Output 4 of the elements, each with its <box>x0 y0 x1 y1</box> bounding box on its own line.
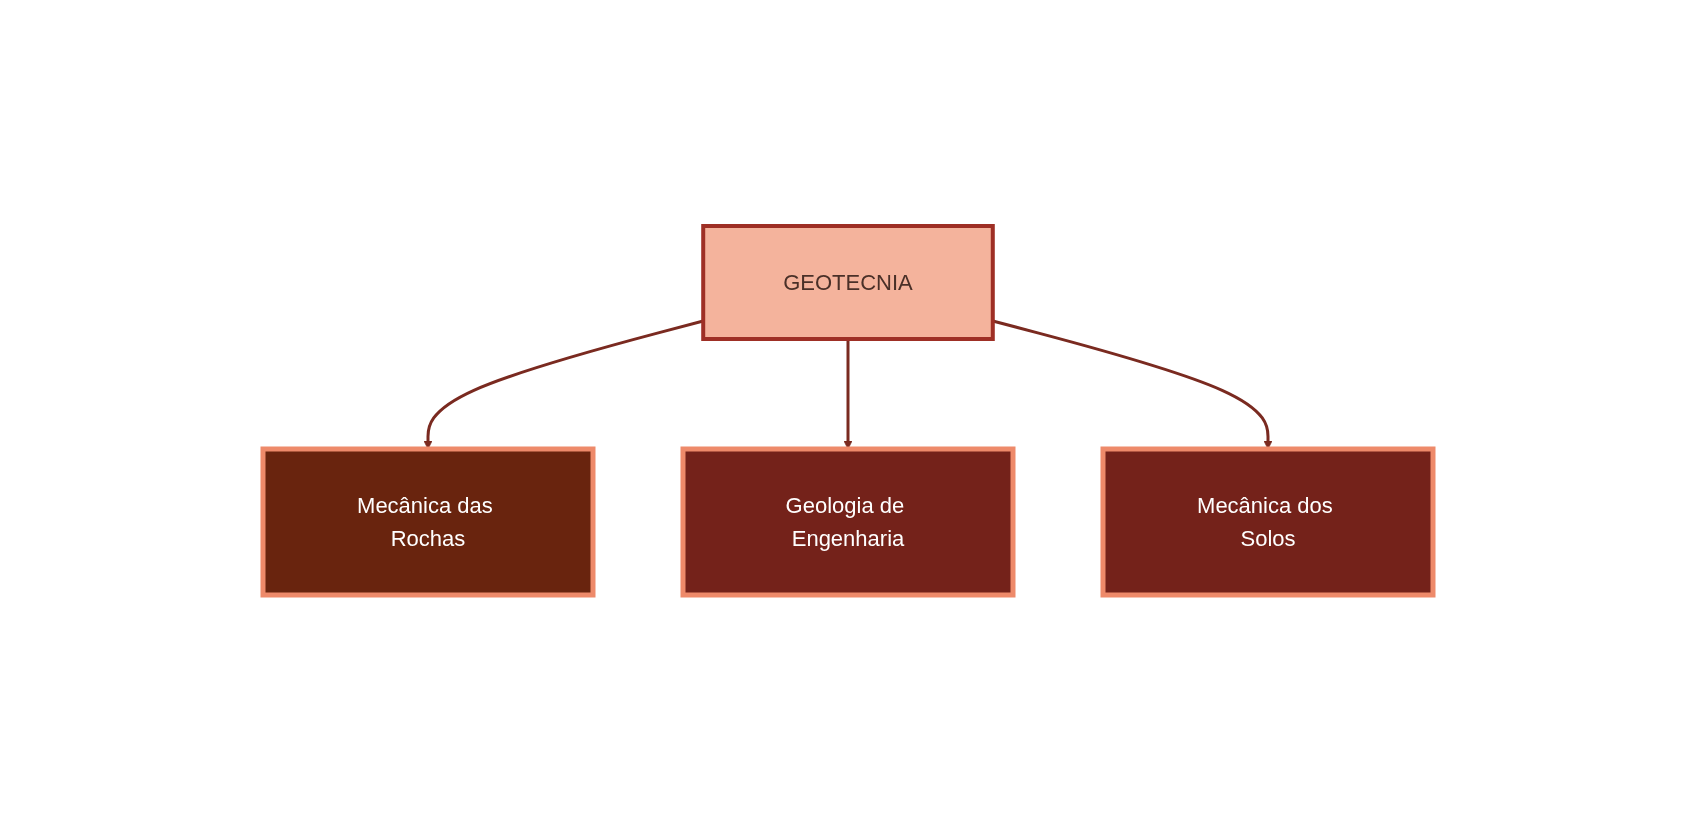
node-box: Mecânica dos Solos <box>1100 446 1435 597</box>
node-box: GEOTECNIA <box>700 223 995 341</box>
node-box: Mecânica das Rochas <box>260 446 595 597</box>
node-box: Geologia de Engenharia <box>680 446 1015 597</box>
